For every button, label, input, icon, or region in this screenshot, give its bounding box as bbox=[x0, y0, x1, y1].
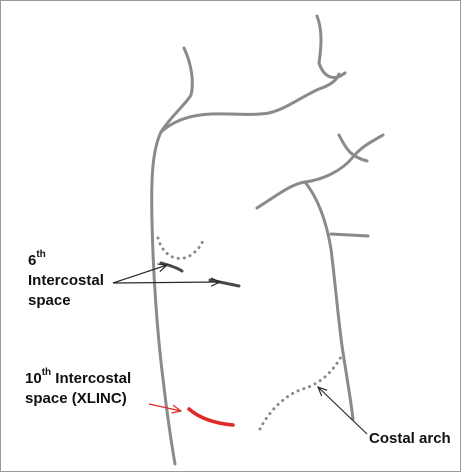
chest-line bbox=[305, 182, 353, 419]
arrow-6th-upper bbox=[113, 265, 167, 283]
arm-line bbox=[257, 135, 383, 208]
rib-tick-line bbox=[331, 234, 368, 236]
costal-arch-dotted-line bbox=[260, 353, 343, 429]
ordinal-10-suffix: th bbox=[42, 367, 51, 378]
ordinal-6-suffix: th bbox=[36, 249, 45, 260]
label-6th-line2: space bbox=[28, 291, 104, 311]
label-costal-arch: Costal arch bbox=[369, 429, 451, 449]
label-10th-line2: space (XLINC) bbox=[25, 389, 131, 409]
upper-torso-line bbox=[161, 74, 339, 132]
label-10th-line1: Intercostal bbox=[51, 370, 131, 387]
intercostal-mark-left bbox=[161, 263, 182, 271]
neck-line bbox=[317, 16, 345, 78]
intercostal-mark-right bbox=[210, 280, 239, 286]
label-10th-intercostal-space: 10th Intercostal space (XLINC) bbox=[25, 369, 131, 409]
intercostal-dotted-line bbox=[158, 237, 204, 258]
arrow-6th-lower bbox=[113, 282, 220, 283]
ordinal-10: 10 bbox=[25, 370, 42, 387]
xlinc-red-curve bbox=[189, 409, 233, 425]
arrow-costal-arch bbox=[318, 387, 367, 434]
label-6th-intercostal-space: 6th Intercostal space bbox=[28, 251, 104, 311]
label-6th-line1: Intercostal bbox=[28, 271, 104, 291]
